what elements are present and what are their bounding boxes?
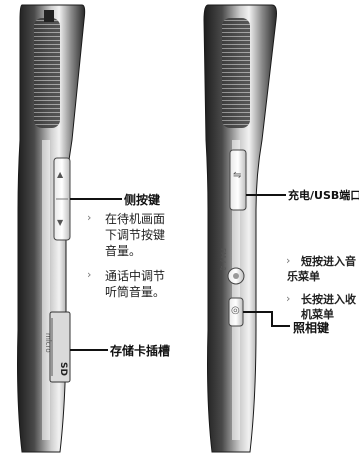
chevron-right-icon: › [87,211,92,224]
note-line: 长按进入收 [301,293,356,306]
note-short-press: 短按进入音 [301,254,356,269]
left-phone-top-notch [44,10,54,22]
note-line: 音量。 [105,244,142,258]
note-short-press-cont: 乐菜单 [287,269,320,284]
slot-sd-text: SD [58,362,68,376]
charge-port-label: 充电/USB端口 [288,189,359,202]
note-line: 听筒音量。 [105,285,166,299]
volume-up-icon: ▲ [57,170,64,179]
side-keys-label: 侧按键 [124,193,161,207]
note-line: 机菜单 [301,308,334,321]
slot-micro-text: micro [44,333,52,353]
music-key-center [233,273,239,279]
note-line: 短按进入音 [301,255,356,268]
camera-key-callout-line [243,311,290,327]
left-phone-highlight [42,140,50,440]
chevron-right-icon: › [286,254,291,267]
chevron-right-icon: › [286,292,291,305]
right-phone-highlight [232,140,240,440]
camera-icon: ◎ [231,305,240,316]
memory-card-slot[interactable] [49,311,71,383]
memory-slot-label: 存储卡插槽 [110,344,171,358]
note-long-press: 长按进入收 机菜单 [301,292,356,322]
note-standby-volume: 在待机画面 下调节按键 音量。 [105,211,165,259]
note-line: 下调节按键 [105,228,166,242]
note-line: 在待机画面 [105,212,166,226]
left-phone-grille [34,18,60,128]
chevron-right-icon: › [87,268,92,281]
note-call-volume: 通话中调节 听筒音量。 [105,268,165,300]
note-line: 通话中调节 [105,269,166,283]
right-phone [203,4,290,453]
camera-key-label: 照相键 [293,321,330,335]
usb-port-cover[interactable] [229,149,247,211]
volume-down-icon: ▼ [57,218,64,227]
note-line: 乐菜单 [287,270,320,283]
left-phone [17,4,122,453]
usb-icon: ⇋ [233,170,242,181]
right-phone-grille [222,18,250,128]
fm-music-text: FM / ♫ [219,248,227,272]
